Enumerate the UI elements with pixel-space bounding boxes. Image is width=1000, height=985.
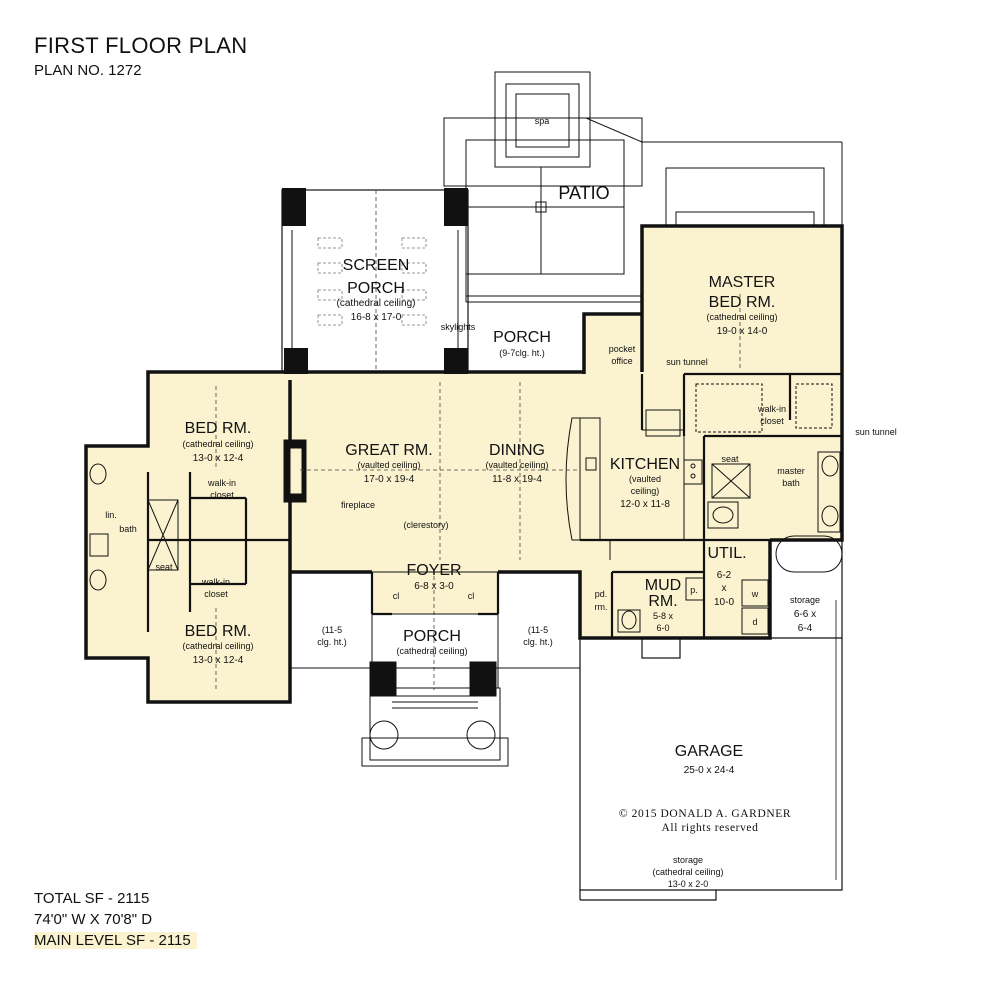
- pd-rm-1: pd.: [595, 589, 608, 599]
- dining-ceiling: (vaulted ceiling): [485, 460, 548, 470]
- copyright-line-1: © 2015 DONALD A. GARDNER: [619, 808, 791, 820]
- screen-porch-ceiling: (cathedral ceiling): [337, 298, 416, 309]
- master-bath-1: master: [777, 466, 805, 476]
- clg-right-2: clg. ht.): [523, 637, 553, 647]
- sun-tunnel-right: sun tunnel: [855, 427, 897, 437]
- clg-right-1: (11-5: [528, 625, 548, 635]
- great-rm-ceiling: (vaulted ceiling): [357, 460, 420, 470]
- master-bed-name-1: MASTER: [709, 274, 776, 291]
- garage-size: 25-0 x 24-4: [684, 765, 735, 776]
- screen-porch: [281, 188, 469, 374]
- storage-right-3: 6-4: [798, 623, 813, 634]
- bed-upper-size: 13-0 x 12-4: [193, 453, 244, 464]
- great-rm-size: 17-0 x 19-4: [364, 474, 415, 485]
- screen-porch-name-2: PORCH: [347, 280, 405, 297]
- util-size-1: 6-2: [717, 570, 732, 581]
- main-level-sf: MAIN LEVEL SF - 2115: [34, 932, 197, 949]
- util-size-3: 10-0: [714, 597, 734, 608]
- storage-right-2: 6-6 x: [794, 609, 816, 620]
- dining-size: 11-8 x 19-4: [492, 474, 542, 485]
- pd-rm-2: rm.: [595, 602, 608, 612]
- bed-lower-name: BED RM.: [185, 623, 252, 640]
- lin-label: lin.: [105, 510, 117, 520]
- storage-bottom-1: storage: [673, 855, 703, 865]
- great-rm-name: GREAT RM.: [345, 442, 432, 459]
- master-bed-name-2: BED RM.: [709, 294, 776, 311]
- master-walk-in-1: walk-in: [757, 404, 786, 414]
- screen-porch-name-1: SCREEN: [343, 257, 410, 274]
- master-bath-2: bath: [782, 478, 800, 488]
- labels: spa PATIO SCREEN PORCH (cathedral ceilin…: [105, 116, 897, 889]
- fireplace-label: fireplace: [341, 500, 375, 510]
- master-walk-in-2: closet: [760, 416, 784, 426]
- plan-dimensions: 74'0" W X 70'8" D: [34, 911, 153, 928]
- storage-bottom-3: 13-0 x 2-0: [668, 879, 709, 889]
- clerestory-label: (clerestory): [403, 520, 448, 530]
- sun-tunnel-left: sun tunnel: [666, 357, 708, 367]
- foyer-size: 6-8 x 3-0: [414, 581, 454, 592]
- front-porch-ceiling: (cathedral ceiling): [396, 646, 467, 656]
- cl-right: cl: [468, 591, 475, 601]
- skylights-label: skylights: [441, 322, 476, 332]
- clg-left-2: clg. ht.): [317, 637, 347, 647]
- plan-stats: TOTAL SF - 2115 74'0" W X 70'8" D MAIN L…: [34, 888, 197, 951]
- dryer-label: d: [752, 617, 757, 627]
- plan-number: PLAN NO. 1272: [34, 62, 142, 79]
- storage-bottom-2: (cathedral ceiling): [652, 867, 723, 877]
- total-sf: TOTAL SF - 2115: [34, 890, 150, 907]
- walk-in-upper-1: walk-in: [207, 478, 236, 488]
- kitchen-ceiling-1: (vaulted: [629, 474, 661, 484]
- foyer-name: FOYER: [406, 562, 461, 579]
- bed-upper-name: BED RM.: [185, 420, 252, 437]
- bed-lower-ceiling: (cathedral ceiling): [182, 641, 253, 651]
- patio-label: PATIO: [558, 183, 609, 203]
- walk-in-lower-2: closet: [204, 589, 228, 599]
- front-porch: [289, 571, 581, 767]
- rear-porch-ceiling: (9-7clg. ht.): [499, 348, 545, 358]
- master-bed-ceiling: (cathedral ceiling): [706, 312, 777, 322]
- washer-label: w: [751, 589, 759, 599]
- clg-left-1: (11-5: [322, 625, 342, 635]
- kitchen-size: 12-0 x 11-8: [620, 499, 670, 510]
- rear-porch-name: PORCH: [493, 329, 551, 346]
- master-bed-size: 19-0 x 14-0: [717, 326, 768, 337]
- front-porch-name: PORCH: [403, 628, 461, 645]
- util-name: UTIL.: [707, 545, 746, 562]
- pocket-office-2: office: [611, 356, 632, 366]
- garage-name: GARAGE: [675, 743, 743, 760]
- pocket-office-1: pocket: [609, 344, 636, 354]
- mud-rm-size-2: 6-0: [656, 623, 669, 633]
- storage-right-1: storage: [790, 595, 820, 605]
- screen-porch-size: 16-8 x 17-0: [351, 312, 402, 323]
- bath-label: bath: [119, 524, 137, 534]
- spa-label: spa: [535, 116, 550, 126]
- util-size-2: x: [722, 583, 727, 594]
- room-fills: [86, 226, 842, 702]
- p-label: p.: [690, 585, 698, 595]
- bed-lower-size: 13-0 x 12-4: [193, 655, 244, 666]
- kitchen-name: KITCHEN: [610, 456, 680, 473]
- cl-left: cl: [393, 591, 400, 601]
- mud-rm-name-1: MUD: [645, 577, 681, 594]
- interior-walls: [146, 372, 842, 638]
- dining-name: DINING: [489, 442, 545, 459]
- seat-label: seat: [155, 562, 173, 572]
- kitchen-ceiling-2: ceiling): [631, 486, 660, 496]
- mud-rm-size-1: 5-8 x: [653, 611, 674, 621]
- fixtures: [89, 383, 843, 635]
- copyright-line-2: All rights reserved: [662, 822, 759, 834]
- plan-title: FIRST FLOOR PLAN: [34, 33, 248, 58]
- mud-rm-name-2: RM.: [648, 593, 677, 610]
- garage: [579, 540, 843, 901]
- walk-in-lower-1: walk-in: [201, 577, 230, 587]
- bed-upper-ceiling: (cathedral ceiling): [182, 439, 253, 449]
- master-seat: seat: [721, 454, 739, 464]
- walk-in-upper-2: closet: [210, 490, 234, 500]
- dashed-lines: [215, 294, 741, 690]
